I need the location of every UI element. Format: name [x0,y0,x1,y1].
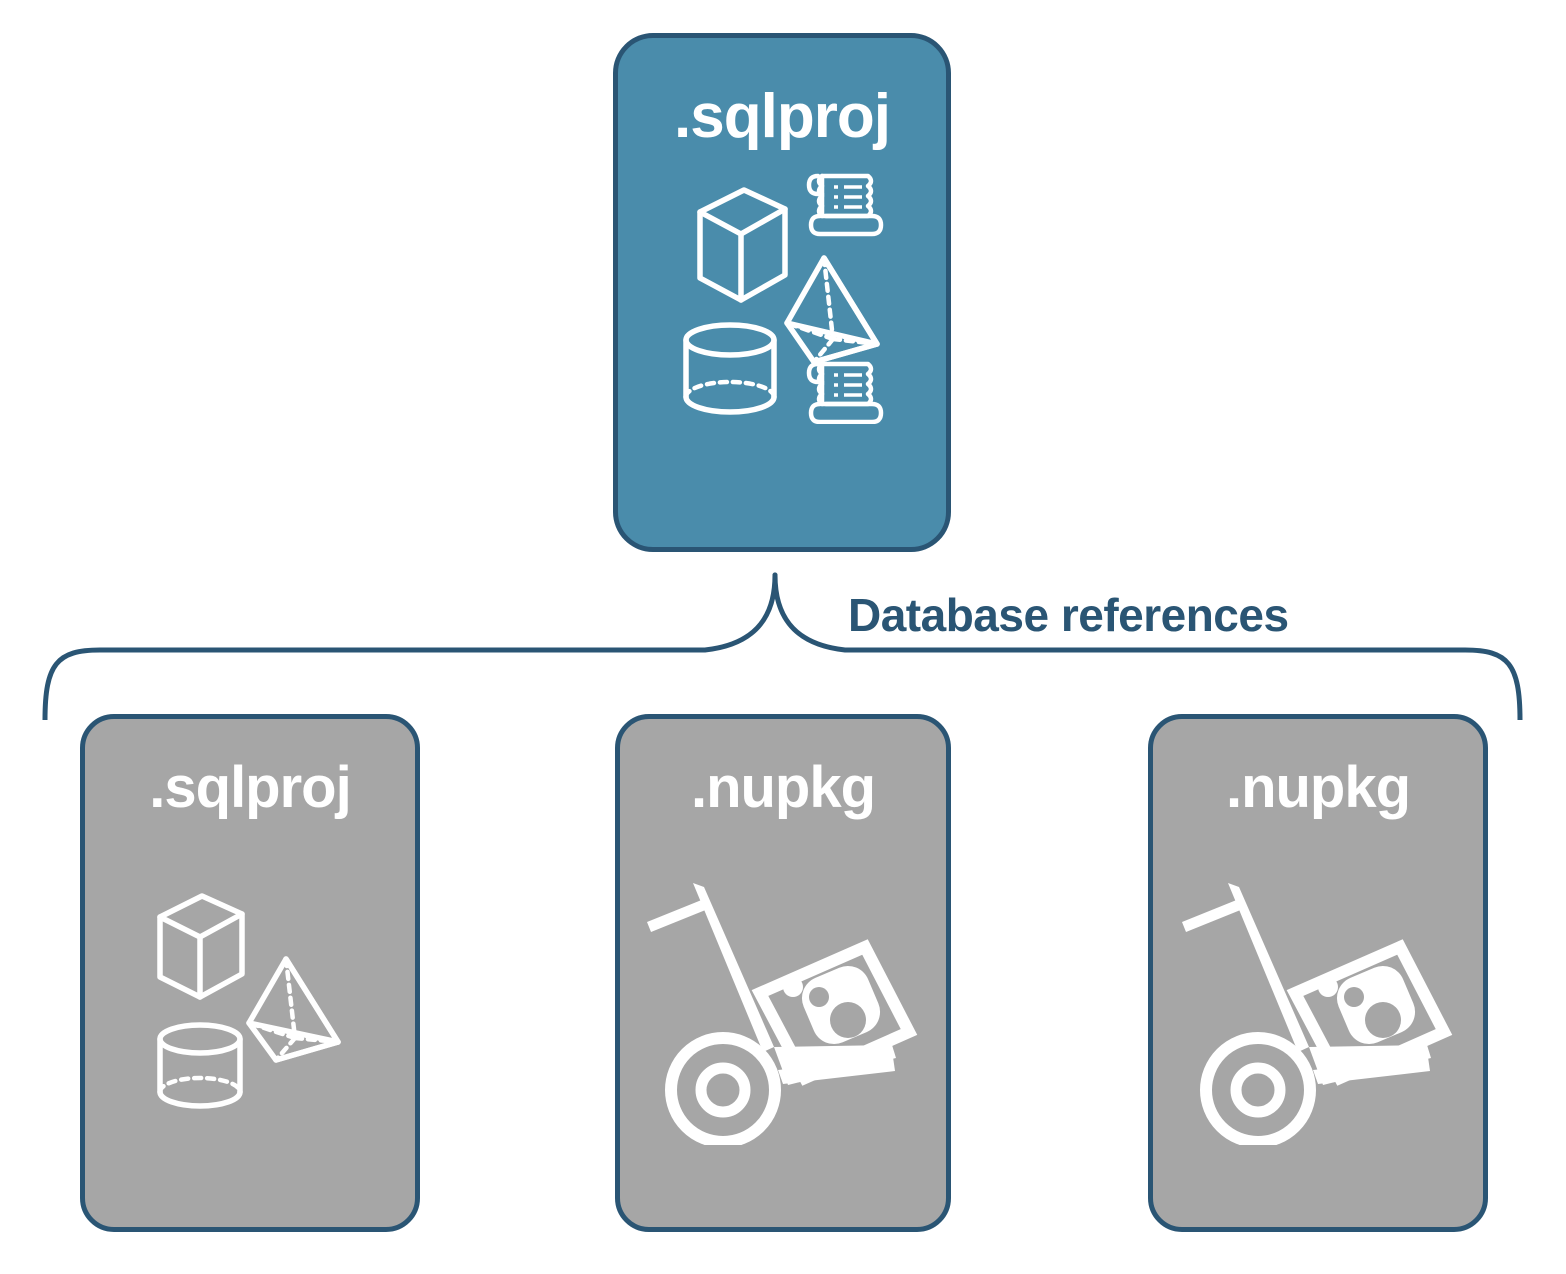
pyramid-wireframe-icon [784,255,880,365]
node-sqlproj-root[interactable]: .sqlproj [613,33,951,552]
database-references-bracket [42,572,1523,720]
cylinder-wireframe-icon [157,1022,243,1109]
node-sqlproj-child[interactable]: .sqlproj [80,714,420,1232]
pyramid-wireframe-icon [246,956,341,1063]
node-icon-area-child-2 [1153,817,1483,1227]
bracket-left-arm [42,572,778,720]
node-icon-area-child-0 [85,817,415,1227]
node-icon-area-child-1 [620,817,946,1227]
node-nupkg-child-2[interactable]: .nupkg [1148,714,1488,1232]
node-title-child-2: .nupkg [1225,755,1411,820]
node-icon-area-root [618,148,946,547]
nuget-package-box-icon [751,939,918,1086]
database-objects-icon-group [157,893,341,1109]
hand-truck-wheel-icon [1200,1032,1316,1145]
hand-truck-wheel-icon [665,1032,781,1145]
scroll-document-icon-bottom [806,361,884,424]
nuget-hand-truck-icon [1182,883,1453,1145]
cylinder-wireframe-icon [683,322,777,415]
database-objects-icon-group [683,173,884,424]
cube-wireframe-icon [697,187,788,303]
node-nupkg-child-1[interactable]: .nupkg [615,714,951,1232]
scroll-document-icon-top [806,173,884,237]
nuget-hand-truck-icon [647,883,918,1145]
node-title-child-1: .nupkg [690,755,876,820]
cube-wireframe-icon [157,893,245,1000]
nuget-package-box-icon [1286,939,1453,1086]
connector-label: Database references [848,589,1289,641]
node-title-child-0: .sqlproj [149,755,351,820]
node-title-root: .sqlproj [674,82,891,151]
